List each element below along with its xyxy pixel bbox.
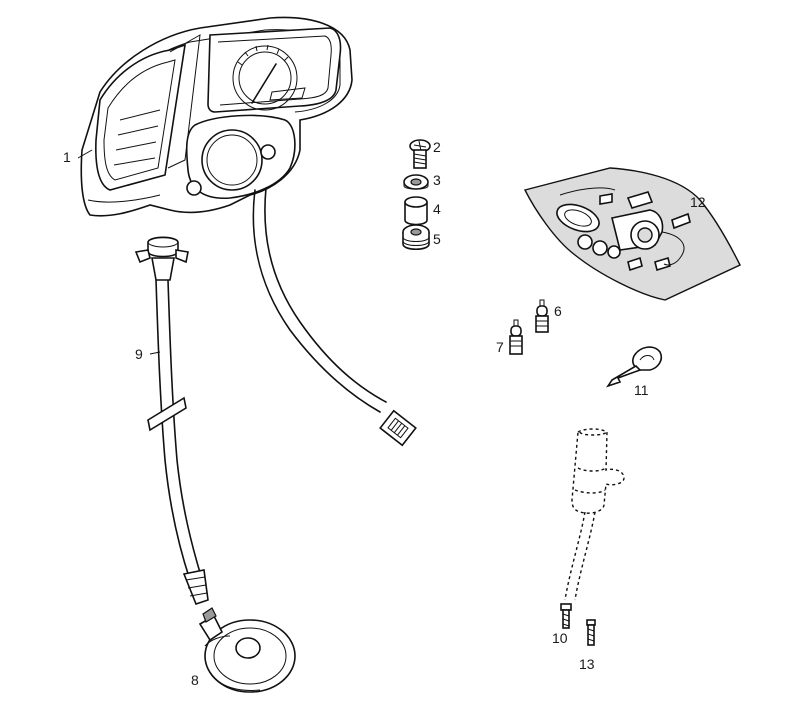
callout-5: 5	[433, 231, 441, 247]
pilot-bulb	[509, 319, 523, 355]
callout-10: 10	[552, 630, 568, 646]
callout-11: 11	[634, 382, 649, 398]
speedometer-drive	[198, 607, 296, 693]
sensor-bolt	[586, 619, 596, 646]
rubber-bushing	[404, 196, 428, 226]
speedometer-cable	[134, 236, 209, 605]
callout-6: 6	[554, 303, 562, 319]
dashed-sensor-outline	[564, 428, 625, 601]
callout-7: 7	[496, 339, 504, 355]
instrument-harness	[252, 187, 417, 447]
grommet	[402, 224, 430, 251]
mounting-screw	[409, 139, 431, 169]
washer	[403, 174, 429, 190]
mounting-bolt	[560, 603, 572, 629]
instrument-cluster	[80, 16, 353, 217]
leader-lines	[77, 149, 161, 355]
callout-2: 2	[433, 139, 441, 155]
callout-9: 9	[135, 346, 143, 362]
indicator-bulb	[535, 299, 549, 333]
ignition-key	[606, 346, 663, 388]
ignition-switch-kit	[523, 167, 741, 301]
callout-13: 13	[579, 656, 595, 672]
callout-1: 1	[63, 149, 71, 165]
callout-12: 12	[690, 194, 706, 210]
callout-3: 3	[433, 172, 441, 188]
callout-8: 8	[191, 672, 199, 688]
callout-4: 4	[433, 201, 441, 217]
